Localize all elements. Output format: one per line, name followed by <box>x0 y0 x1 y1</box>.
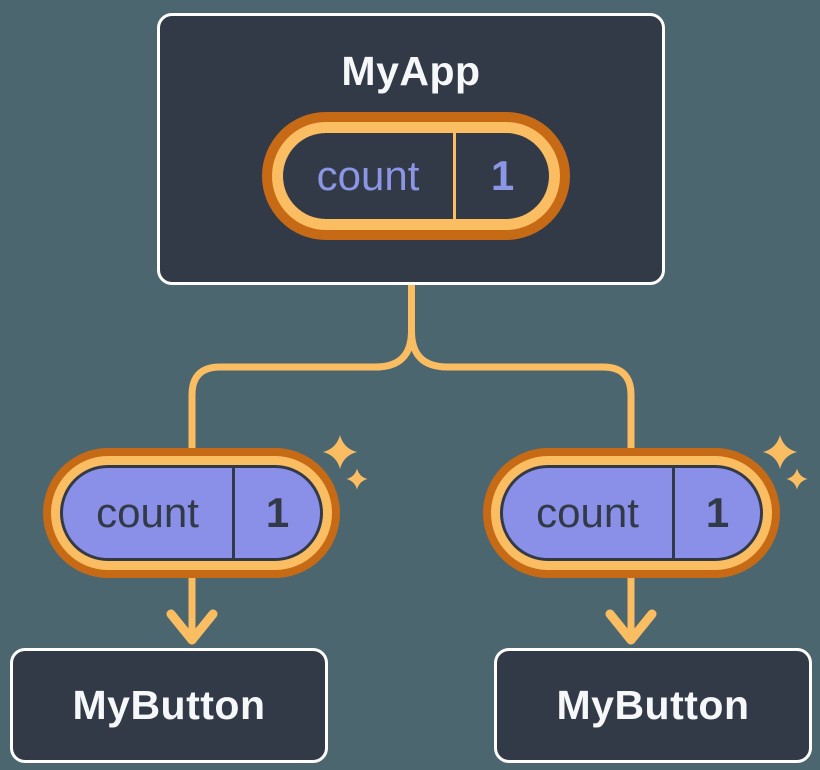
state-pill-root: count 1 <box>262 112 570 240</box>
component-title: MyButton <box>556 682 750 728</box>
state-pill-body: count 1 <box>60 465 323 561</box>
arrow-down-icon <box>166 609 218 645</box>
component-node-mybutton-left: MyButton <box>10 648 328 763</box>
component-title: MyApp <box>341 48 481 94</box>
component-title: MyButton <box>72 682 266 728</box>
state-value-label: 1 <box>453 133 549 219</box>
component-node-mybutton-right: MyButton <box>494 648 812 763</box>
state-name-label: count <box>536 489 639 536</box>
state-pill-ring: count 1 <box>51 456 332 570</box>
connector-root-to-right-child <box>408 281 635 636</box>
state-pill-left-child: count 1 <box>43 448 340 578</box>
state-pill-body: count 1 <box>500 465 763 561</box>
state-pill-body: count 1 <box>283 133 549 219</box>
state-pill-ring: count 1 <box>491 456 772 570</box>
state-name-label: count <box>96 489 199 536</box>
state-pill-right-child: count 1 <box>483 448 780 578</box>
arrow-down-icon <box>605 609 657 645</box>
state-pill-ring: count 1 <box>272 122 560 230</box>
state-value-label: 1 <box>232 468 320 558</box>
state-value-label: 1 <box>672 468 760 558</box>
state-name-label: count <box>316 152 420 199</box>
